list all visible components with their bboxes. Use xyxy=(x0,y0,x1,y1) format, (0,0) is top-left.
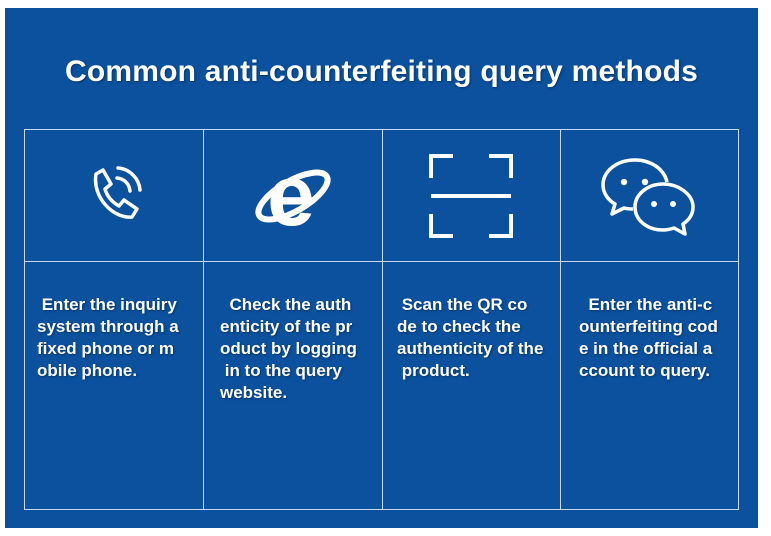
method-4-icon-cell xyxy=(560,130,738,261)
column-divider xyxy=(382,130,383,509)
phone-icon xyxy=(74,156,154,236)
page-title: Common anti-counterfeiting query methods xyxy=(64,55,699,88)
column-divider xyxy=(560,130,561,509)
method-2-icon-cell: e xyxy=(203,130,382,261)
method-4-text: Enter the anti-c ounterfeiting cod e in … xyxy=(579,295,718,380)
wechat-icon xyxy=(599,154,699,238)
method-3-icon-cell xyxy=(382,130,560,261)
internet-explorer-icon: e xyxy=(248,151,338,241)
method-2-text: Check the auth enticity of the pr oduct … xyxy=(220,295,357,402)
method-3-text: Scan the QR co de to check the authentic… xyxy=(397,295,544,380)
methods-table: e xyxy=(24,129,739,510)
qr-scan-icon xyxy=(429,153,513,238)
row-divider xyxy=(25,261,738,262)
info-panel: Common anti-counterfeiting query methods… xyxy=(5,8,758,528)
svg-text:e: e xyxy=(267,151,315,241)
method-1-icon-cell xyxy=(25,130,203,261)
method-1-text: Enter the inquiry system through a fixed… xyxy=(37,295,179,380)
column-divider xyxy=(203,130,204,509)
